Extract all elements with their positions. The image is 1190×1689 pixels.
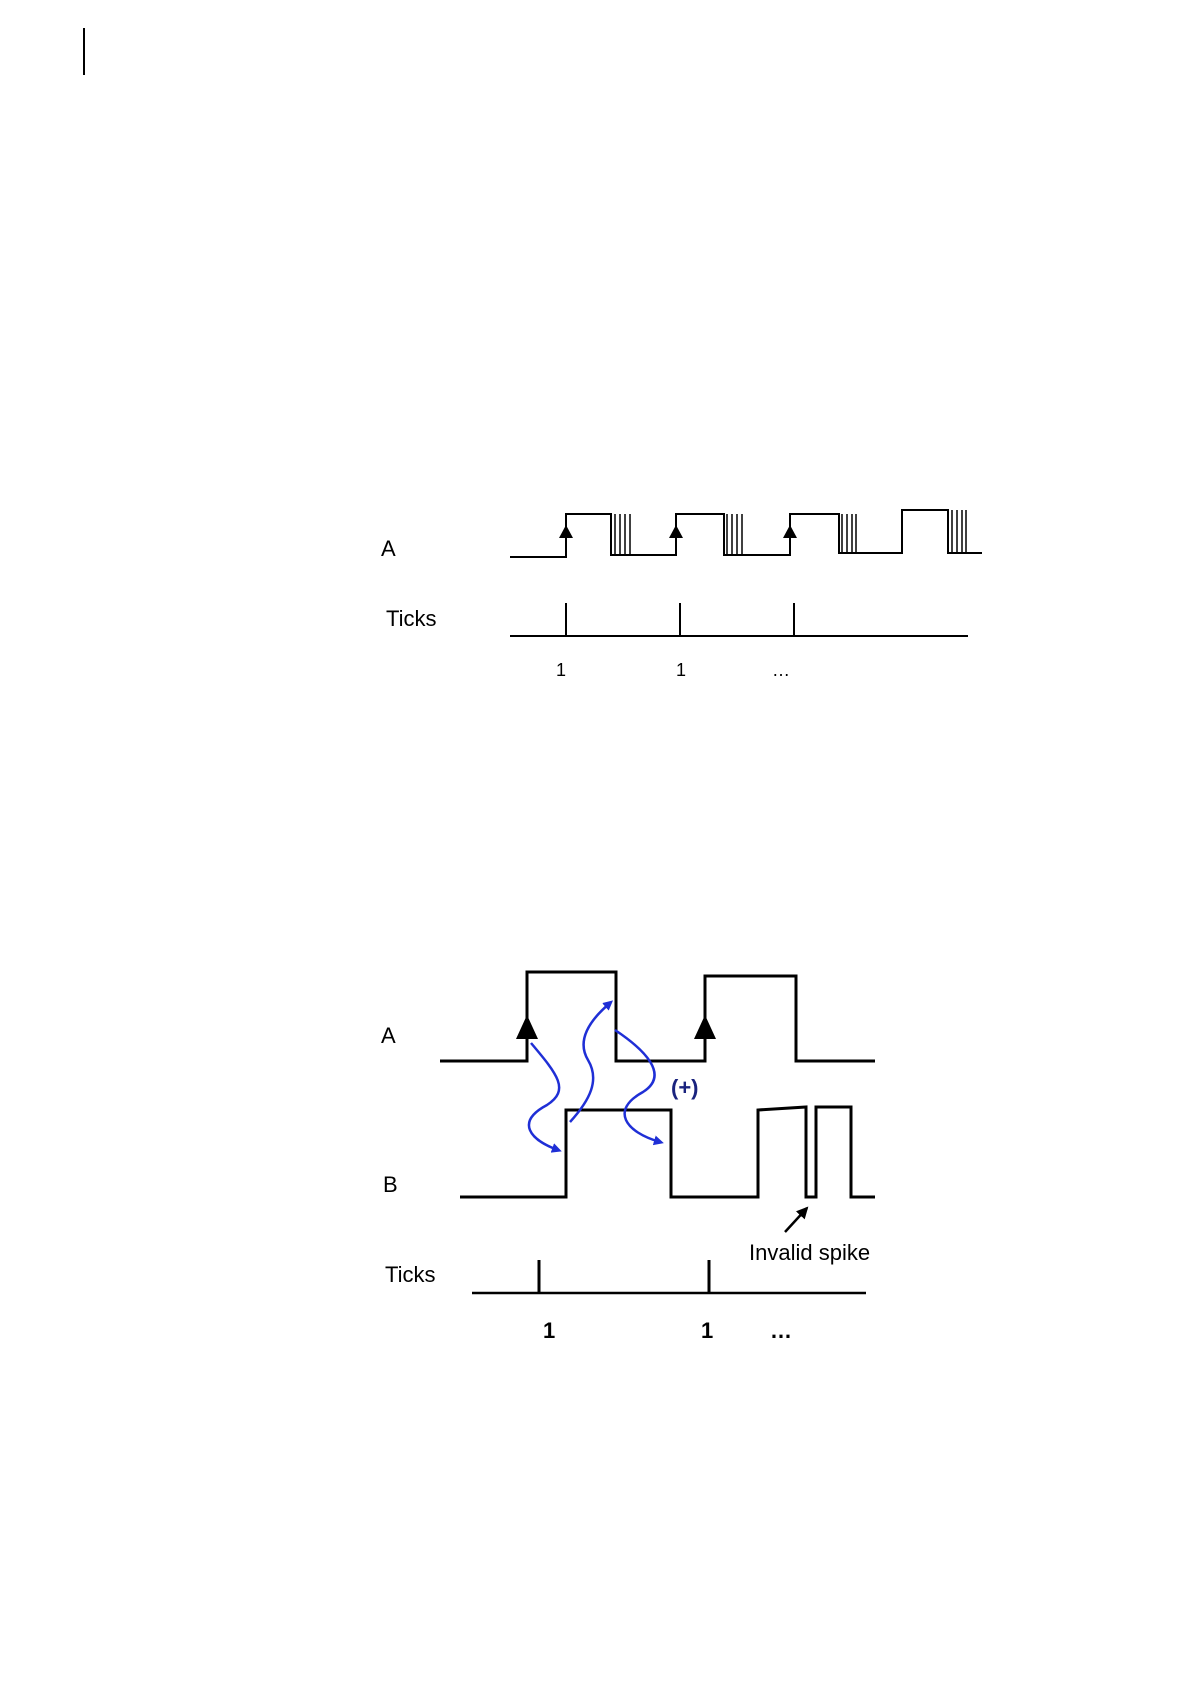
- fig2-causal-arrows: [529, 1003, 660, 1150]
- fig2-plus-annotation: (+): [671, 1075, 699, 1100]
- causal-arrow-2: [570, 1003, 610, 1122]
- fig2-rising-edge-arrow-1: [516, 1015, 538, 1039]
- figure-2: A B Ticks (+) Invalid spike 1 1 …: [381, 972, 875, 1343]
- causal-arrow-3: [615, 1030, 660, 1142]
- fig2-signal-b-label: B: [383, 1172, 398, 1197]
- fig2-tick-label-3: …: [770, 1318, 792, 1343]
- fig1-tick-label-2: 1: [676, 660, 686, 680]
- fig1-ticks-label: Ticks: [386, 606, 437, 631]
- fig1-tick-label-1: 1: [556, 660, 566, 680]
- fig2-signal-b-waveform: [460, 1107, 875, 1197]
- fig1-rising-edge-arrow-3: [783, 525, 797, 538]
- fig2-invalid-spike-label: Invalid spike: [749, 1240, 870, 1265]
- fig2-tick-label-2: 1: [701, 1318, 713, 1343]
- fig1-rising-edge-arrow-1: [559, 525, 573, 538]
- fig1-tick-label-3: …: [772, 660, 790, 680]
- fig1-signal-a-label: A: [381, 536, 396, 561]
- fig2-signal-a-waveform: [440, 972, 875, 1061]
- fig2-tick-label-1: 1: [543, 1318, 555, 1343]
- fig1-signal-a-waveform: [510, 510, 982, 557]
- causal-arrow-1: [529, 1043, 559, 1150]
- fig1-rising-edge-arrow-2: [669, 525, 683, 538]
- fig2-ticks-label: Ticks: [385, 1262, 436, 1287]
- fig2-signal-a-label: A: [381, 1023, 396, 1048]
- figure-1: A Ticks 1: [381, 510, 982, 680]
- fig2-invalid-spike-pointer: [785, 1208, 807, 1232]
- fig2-rising-edge-arrow-2: [694, 1015, 716, 1039]
